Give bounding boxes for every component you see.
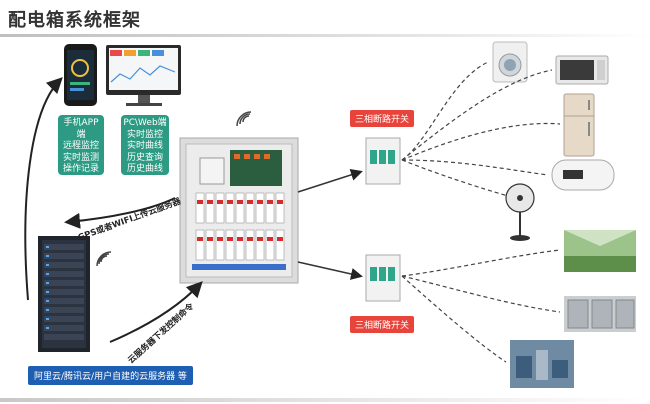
arrow-to-breaker-top — [297, 169, 363, 193]
arrow-control — [109, 281, 203, 343]
wifi-signal-icon — [236, 111, 252, 127]
phone-icon — [64, 44, 97, 106]
arrow-to-breaker-bottom — [297, 261, 363, 280]
greenhouse-icon — [564, 230, 636, 272]
arrow-to-app — [24, 77, 63, 301]
app-feature-2: 远程监控 — [62, 141, 99, 151]
microwave-icon — [555, 55, 609, 85]
monitor-icon — [106, 45, 181, 106]
bottom-divider — [0, 398, 650, 402]
dashed-load-lines — [401, 61, 561, 363]
app-feature-3: 实时监测 — [62, 152, 99, 163]
arrow-upload — [64, 197, 176, 229]
fan-icon — [505, 183, 535, 241]
pump-room-icon — [510, 340, 574, 388]
breaker-top-label: 三相断路开关 — [350, 110, 415, 127]
title-divider — [0, 34, 650, 37]
breaker-top-icon — [365, 137, 401, 185]
app-features-box: 手机APP端 远程监控 实时监测 操作记录 消息记录 — [58, 115, 104, 186]
pc-features-box: PC\Web端 实时监控 实时曲线 历史查询 历史曲线 — [121, 115, 169, 175]
pc-feature-5: 历史曲线 — [126, 164, 163, 174]
refrigerator-icon — [563, 93, 595, 157]
breaker-bottom-label: 三相断路开关 — [350, 316, 415, 333]
app-feature-4: 操作记录 — [62, 164, 99, 174]
app-feature-1: 手机APP端 — [63, 118, 99, 140]
distribution-cabinet-icon — [179, 137, 299, 284]
washing-machine-icon — [492, 41, 528, 83]
page-title: 配电箱系统框架 — [8, 10, 141, 31]
pc-feature-3: 实时曲线 — [126, 141, 163, 151]
cloud-server-label: 阿里云/腾讯云/用户自建的云服务器 等 — [28, 366, 193, 385]
pc-feature-2: 实时监控 — [126, 129, 163, 140]
breaker-bottom-icon — [365, 254, 401, 302]
server-rack-icon — [38, 236, 90, 352]
pc-feature-4: 历史查询 — [126, 152, 163, 163]
water-heater-icon — [551, 159, 615, 191]
app-feature-5: 消息记录 — [62, 175, 99, 186]
hvac-units-icon — [564, 296, 636, 332]
pc-feature-1: PC\Web端 — [123, 118, 167, 128]
wifi-signal-icon — [96, 251, 112, 267]
